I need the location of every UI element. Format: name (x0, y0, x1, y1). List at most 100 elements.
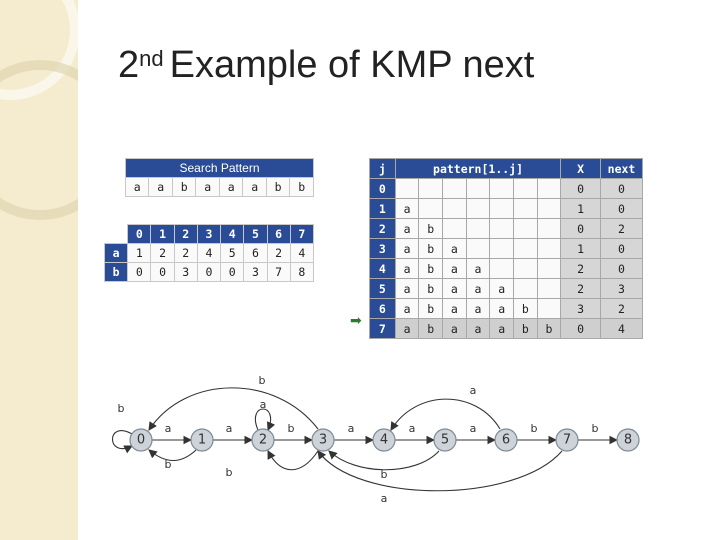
pattern-prefix-cell: a (394, 258, 420, 279)
pattern-char-cell: b (265, 177, 291, 197)
dfa-edge-label: a (165, 422, 172, 435)
dfa-edge-label: b (165, 458, 172, 471)
pattern-prefix-cell: b (512, 298, 538, 319)
dfa-state-3: 3 (311, 428, 335, 452)
pattern-prefix-cell (536, 238, 562, 259)
dfa-state-label: 4 (380, 433, 388, 448)
pattern-prefix-cell (489, 218, 514, 239)
pattern-char-cell: a (195, 177, 220, 197)
pattern-prefix-cell: b (536, 318, 562, 339)
x-cell: 1 (560, 238, 602, 259)
transition-value-cell: 6 (243, 243, 268, 263)
pattern-prefix-cell: a (394, 218, 420, 239)
pattern-prefix-cell (536, 298, 562, 319)
dfa-edge-label: b (118, 402, 125, 415)
transition-value-cell: 0 (150, 262, 175, 282)
j-cell: 3 (369, 238, 396, 259)
pattern-prefix-cell: b (418, 238, 444, 259)
next-cell: 2 (600, 298, 643, 319)
transition-value-cell: 2 (150, 243, 175, 263)
pattern-prefix-cell: a (442, 238, 467, 259)
pattern-prefix-cell (489, 178, 514, 199)
pattern-prefix-cell (418, 198, 444, 219)
pattern-prefix-cell (489, 258, 514, 279)
col-header-next: next (600, 158, 643, 179)
pattern-prefix-cell: a (394, 298, 420, 319)
dfa-edge-label: b (259, 374, 266, 387)
pattern-prefix-cell (512, 198, 538, 219)
pattern-prefix-cell: a (465, 258, 491, 279)
dfa-transition-top30 (148, 387, 319, 431)
pattern-prefix-cell: a (442, 278, 467, 299)
transition-value-cell: 3 (173, 262, 198, 282)
dfa-edge-label: b (381, 468, 388, 481)
decor-ring (0, 60, 78, 220)
pattern-prefix-cell: a (394, 278, 420, 299)
transition-value-cell: 0 (127, 262, 152, 282)
pattern-char-cell: a (242, 177, 267, 197)
dfa-transition-self2 (255, 408, 276, 432)
dfa-transition-bot72 (317, 450, 563, 492)
pattern-prefix-cell (536, 258, 562, 279)
search-pattern-header: Search Pattern (125, 158, 314, 178)
state-header-cell: 7 (289, 224, 315, 244)
pattern-prefix-cell (442, 218, 467, 239)
dfa-state-label: 0 (137, 433, 145, 448)
dfa-transition-bot10 (148, 449, 197, 462)
next-cell: 0 (600, 178, 643, 199)
j-cell: 5 (369, 278, 396, 299)
x-cell: 3 (560, 298, 602, 319)
pattern-prefix-cell (489, 238, 514, 259)
transition-value-cell: 4 (289, 243, 315, 263)
pattern-prefix-cell (465, 178, 491, 199)
pattern-prefix-cell: b (418, 278, 444, 299)
dfa-state-1: 1 (190, 428, 214, 452)
dfa-edge-label: a (470, 422, 477, 435)
symbol-label-cell: b (103, 262, 129, 282)
pattern-prefix-cell (536, 178, 562, 199)
pattern-char-cell: b (289, 177, 314, 197)
dfa-edge-label: a (260, 398, 267, 411)
corner-cell (104, 224, 128, 244)
pattern-char-cell: a (124, 177, 150, 197)
state-header-cell: 2 (173, 224, 198, 244)
pattern-prefix-cell: a (489, 278, 514, 299)
dfa-transition-self0 (111, 430, 133, 454)
pattern-prefix-cell (489, 198, 514, 219)
transition-value-cell: 2 (266, 243, 291, 263)
pattern-prefix-cell: a (394, 318, 420, 339)
pattern-prefix-cell (512, 218, 538, 239)
j-cell: 1 (369, 198, 396, 219)
state-header-cell: 6 (266, 224, 291, 244)
pattern-prefix-cell: a (465, 278, 491, 299)
pattern-prefix-cell (536, 198, 562, 219)
x-cell: 1 (560, 198, 602, 219)
dfa-transition-bot32 (267, 450, 319, 471)
dfa-edge-label: a (409, 422, 416, 435)
dfa-transition-top64 (390, 398, 501, 431)
col-header-pattern: pattern[1..j] (394, 158, 562, 179)
dfa-state-4: 4 (372, 428, 396, 452)
dfa-edge-label: a (226, 422, 233, 435)
pattern-prefix-cell: a (442, 258, 467, 279)
dfa-state-7: 7 (555, 428, 579, 452)
pattern-prefix-cell: b (418, 318, 444, 339)
dfa-state-label: 8 (624, 433, 632, 448)
state-header-cell: 1 (150, 224, 175, 244)
state-header-cell: 4 (220, 224, 245, 244)
dfa-edge-label: a (470, 384, 477, 397)
j-cell: 4 (369, 258, 396, 279)
j-cell: 6 (369, 298, 396, 319)
pattern-prefix-cell (418, 178, 444, 199)
x-cell: 0 (560, 178, 602, 199)
